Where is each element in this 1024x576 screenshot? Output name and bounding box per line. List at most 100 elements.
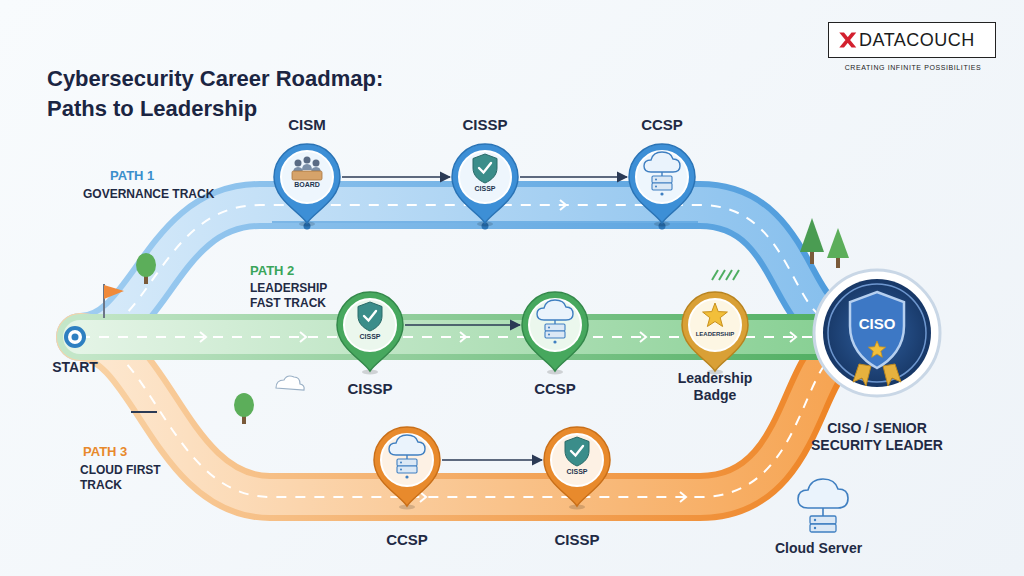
- server-node: [405, 475, 408, 478]
- cloud-link: [406, 455, 407, 459]
- node-text: CCSP: [505, 380, 605, 398]
- server-led: [655, 179, 657, 181]
- road-chevron: [420, 200, 686, 502]
- cloud-server-icon: [798, 479, 848, 532]
- pin-icon: [292, 157, 322, 181]
- start-dot: [72, 334, 79, 341]
- cloud-link: [661, 172, 662, 176]
- cloud-icon: [644, 152, 680, 172]
- pin-icon: [644, 152, 680, 196]
- pin-icon: [473, 154, 497, 183]
- server-led: [814, 519, 816, 521]
- server-led: [655, 186, 657, 188]
- pin-body: [629, 144, 695, 223]
- start-flag: [104, 284, 124, 318]
- milestone-pin: CISSPCISSP: [335, 290, 405, 374]
- node-text: CISSP: [542, 468, 612, 476]
- person-head: [295, 160, 302, 167]
- tree: [136, 253, 156, 284]
- progression-arrow: [520, 176, 627, 178]
- tree-crown: [800, 218, 824, 252]
- server-unit: [652, 183, 672, 190]
- pin-face: [281, 151, 333, 203]
- server-node: [660, 192, 663, 195]
- pin-face: [689, 299, 741, 351]
- node-outline: [450, 142, 520, 226]
- server-unit: [545, 324, 565, 331]
- milestone-pin: LEADERSHIPLeadership Badge: [680, 290, 750, 374]
- person-head: [313, 160, 320, 167]
- tree: [800, 218, 824, 264]
- server-led: [548, 327, 550, 329]
- server-unit: [652, 176, 672, 183]
- cloud-doodle: [276, 376, 304, 390]
- goal-badge: CISOCISO / SENIOR SECURITY LEADER: [812, 268, 942, 398]
- board-table: [292, 171, 322, 180]
- check-mark: [479, 163, 491, 173]
- cloud-outline: [798, 479, 848, 508]
- milestone-pin: CISSPCISSP: [450, 142, 520, 226]
- node-text: CISM: [257, 116, 357, 134]
- start-marker: START: [63, 325, 87, 349]
- pin-body: [544, 427, 610, 506]
- server-unit: [810, 516, 836, 524]
- pin-body: [374, 427, 440, 506]
- dash-mark: [131, 411, 157, 413]
- shield-icon: [565, 437, 589, 466]
- node-caption: Leadership Badge: [670, 370, 760, 404]
- track-label: PATH 2: [250, 263, 294, 279]
- server-led: [400, 462, 402, 464]
- server-unit: [397, 459, 417, 466]
- server-led: [548, 334, 550, 336]
- server-led: [400, 469, 402, 471]
- person-body: [302, 164, 312, 170]
- node-outline: [520, 290, 590, 374]
- pin-icon: [537, 300, 573, 344]
- check-mark: [571, 446, 583, 456]
- track-label: PATH 3: [83, 444, 127, 460]
- node-text: LEADERSHIP: [680, 331, 750, 338]
- pin-face: [551, 434, 603, 486]
- person-head: [304, 157, 311, 164]
- node-outline: [627, 142, 697, 226]
- server-unit: [545, 331, 565, 338]
- cloud-link: [822, 508, 824, 516]
- milestone-pin: CCSP: [520, 290, 590, 374]
- node-caption: CISO / SENIOR SECURITY LEADER: [797, 420, 957, 454]
- node-text: CISSP: [335, 333, 405, 341]
- node-text: CCSP: [612, 116, 712, 134]
- node-caption: BOARD: [272, 181, 342, 189]
- milestone-pin: CISSPCISSP: [542, 425, 612, 509]
- milestone-pin: CCSP: [372, 425, 442, 509]
- node-caption: CISSP: [450, 185, 520, 193]
- node-text: DATACOUCH: [859, 30, 993, 52]
- tree-crown: [136, 253, 156, 277]
- node-text: CISSP: [435, 116, 535, 134]
- pin-face: [529, 299, 581, 351]
- milestone-pin: CCSP: [627, 142, 697, 226]
- node-text: CCSP: [357, 531, 457, 549]
- cloud-link: [554, 320, 555, 324]
- track-label: LEADERSHIP FAST TRACK: [250, 281, 338, 311]
- check-mark: [364, 311, 376, 321]
- milestone-pin: CISMBOARD: [272, 142, 342, 226]
- shield-icon: [358, 302, 382, 331]
- pin-face: [381, 434, 433, 486]
- diagram-title: Cybersecurity Career Roadmap: Paths to L…: [47, 64, 412, 123]
- cloud-icon: [389, 435, 425, 455]
- pin-body: [452, 144, 518, 223]
- node-caption: CISSP: [527, 531, 627, 549]
- logo-box: DATACOUCHCREATING INFINITE POSSIBILITIES: [828, 22, 996, 58]
- badge-ring: [814, 270, 940, 396]
- pin-icon: [565, 437, 589, 466]
- node-outline: [335, 290, 405, 374]
- node-text: CISO: [812, 315, 942, 333]
- tree: [234, 393, 254, 424]
- node-text: START: [38, 359, 112, 376]
- track-label: Cloud Server: [775, 540, 862, 558]
- node-outline: [63, 325, 87, 349]
- badge-inner-ring: [828, 284, 926, 382]
- track-label: PATH 1: [110, 168, 154, 184]
- node-outline: [372, 425, 442, 509]
- shield-icon: [473, 154, 497, 183]
